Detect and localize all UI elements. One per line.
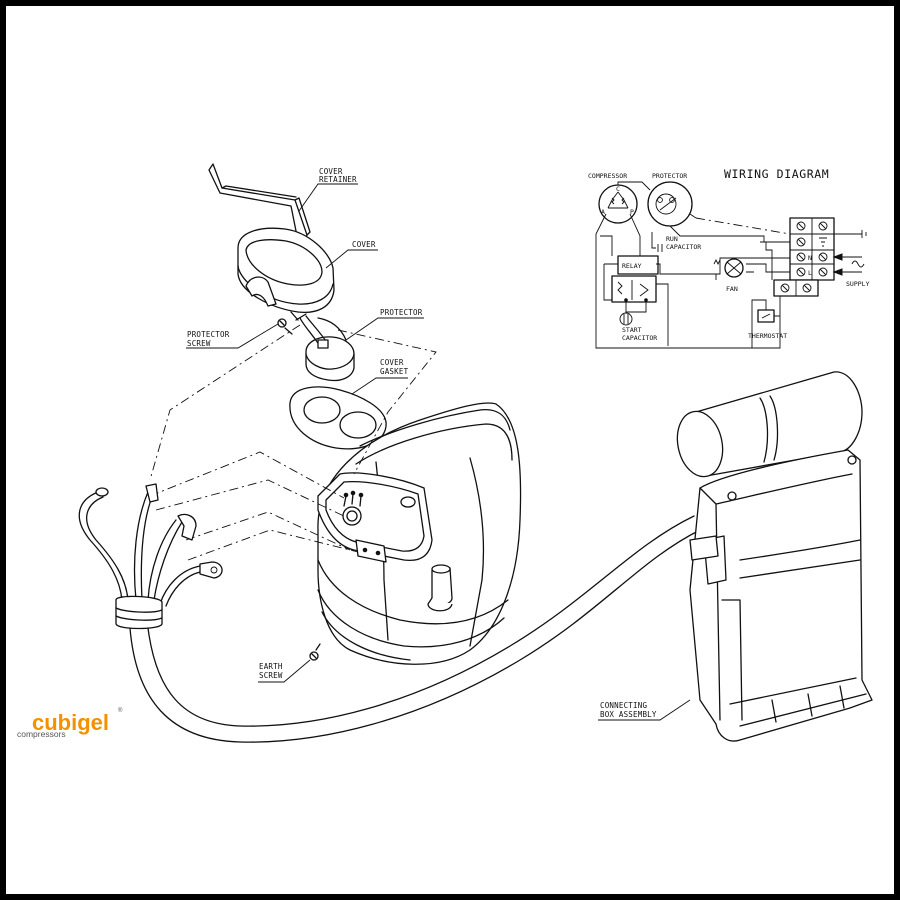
label-cover-gasket-1: COVER bbox=[380, 358, 404, 367]
logo-reg: ® bbox=[118, 707, 123, 714]
part-labels: COVER RETAINER COVER PROTECTOR PROTECTOR… bbox=[186, 167, 691, 721]
wiring-protector-label: PROTECTOR bbox=[652, 172, 687, 180]
pin-c: C bbox=[616, 185, 620, 193]
connecting-box-assembly bbox=[676, 371, 873, 742]
cubigel-logo: cubigel ® compressors bbox=[17, 707, 123, 739]
label-connecting-box-2: BOX ASSEMBLY bbox=[600, 710, 657, 719]
thermostat-label: THERMOSTAT bbox=[748, 332, 787, 340]
wiring-diagram: WIRING DIAGRAM COMPRESSOR PROTECTOR C A … bbox=[588, 167, 870, 349]
label-connecting-box-1: CONNECTING bbox=[600, 701, 647, 710]
terminal-l: L bbox=[808, 269, 812, 277]
logo-sub: compressors bbox=[17, 729, 66, 739]
pin-p: P bbox=[630, 208, 634, 216]
label-protector-screw-2: SCREW bbox=[187, 339, 211, 348]
terminal-n: N bbox=[808, 254, 812, 262]
cover-gasket bbox=[289, 386, 387, 450]
wire-harness bbox=[78, 483, 701, 743]
supply-label: SUPPLY bbox=[846, 280, 870, 288]
compressor-body bbox=[317, 402, 522, 665]
relay-label: RELAY bbox=[622, 262, 642, 270]
label-protector: PROTECTOR bbox=[380, 308, 423, 317]
label-cover-gasket-2: GASKET bbox=[380, 367, 409, 376]
pin-a: A bbox=[601, 208, 605, 216]
protector-screw bbox=[277, 318, 293, 335]
terminal-block: N L bbox=[789, 217, 835, 281]
start-cap-label-1: START bbox=[622, 326, 642, 334]
label-cover-retainer-2: RETAINER bbox=[319, 175, 357, 184]
wiring-compressor-label: COMPRESSOR bbox=[588, 172, 627, 180]
label-protector-screw-1: PROTECTOR bbox=[187, 330, 230, 339]
start-cap-label-2: CAPACITOR bbox=[622, 334, 657, 342]
relay-symbol bbox=[617, 255, 659, 275]
protector-part bbox=[290, 311, 355, 382]
cover bbox=[237, 227, 335, 314]
run-cap-label-2: CAPACITOR bbox=[666, 243, 701, 251]
label-earth-screw-2: SCREW bbox=[259, 671, 283, 680]
label-cover-retainer-1: COVER bbox=[319, 167, 343, 176]
wiring-title: WIRING DIAGRAM bbox=[724, 167, 829, 181]
label-earth-screw-1: EARTH bbox=[259, 662, 283, 671]
protector-symbol bbox=[647, 181, 693, 227]
logo-name: cubigel bbox=[32, 710, 109, 735]
assembly-lines bbox=[149, 324, 437, 561]
fan-label: FAN bbox=[726, 285, 738, 293]
run-cap-label-1: RUN bbox=[666, 235, 678, 243]
label-cover: COVER bbox=[352, 240, 376, 249]
earth-screw bbox=[309, 643, 321, 661]
